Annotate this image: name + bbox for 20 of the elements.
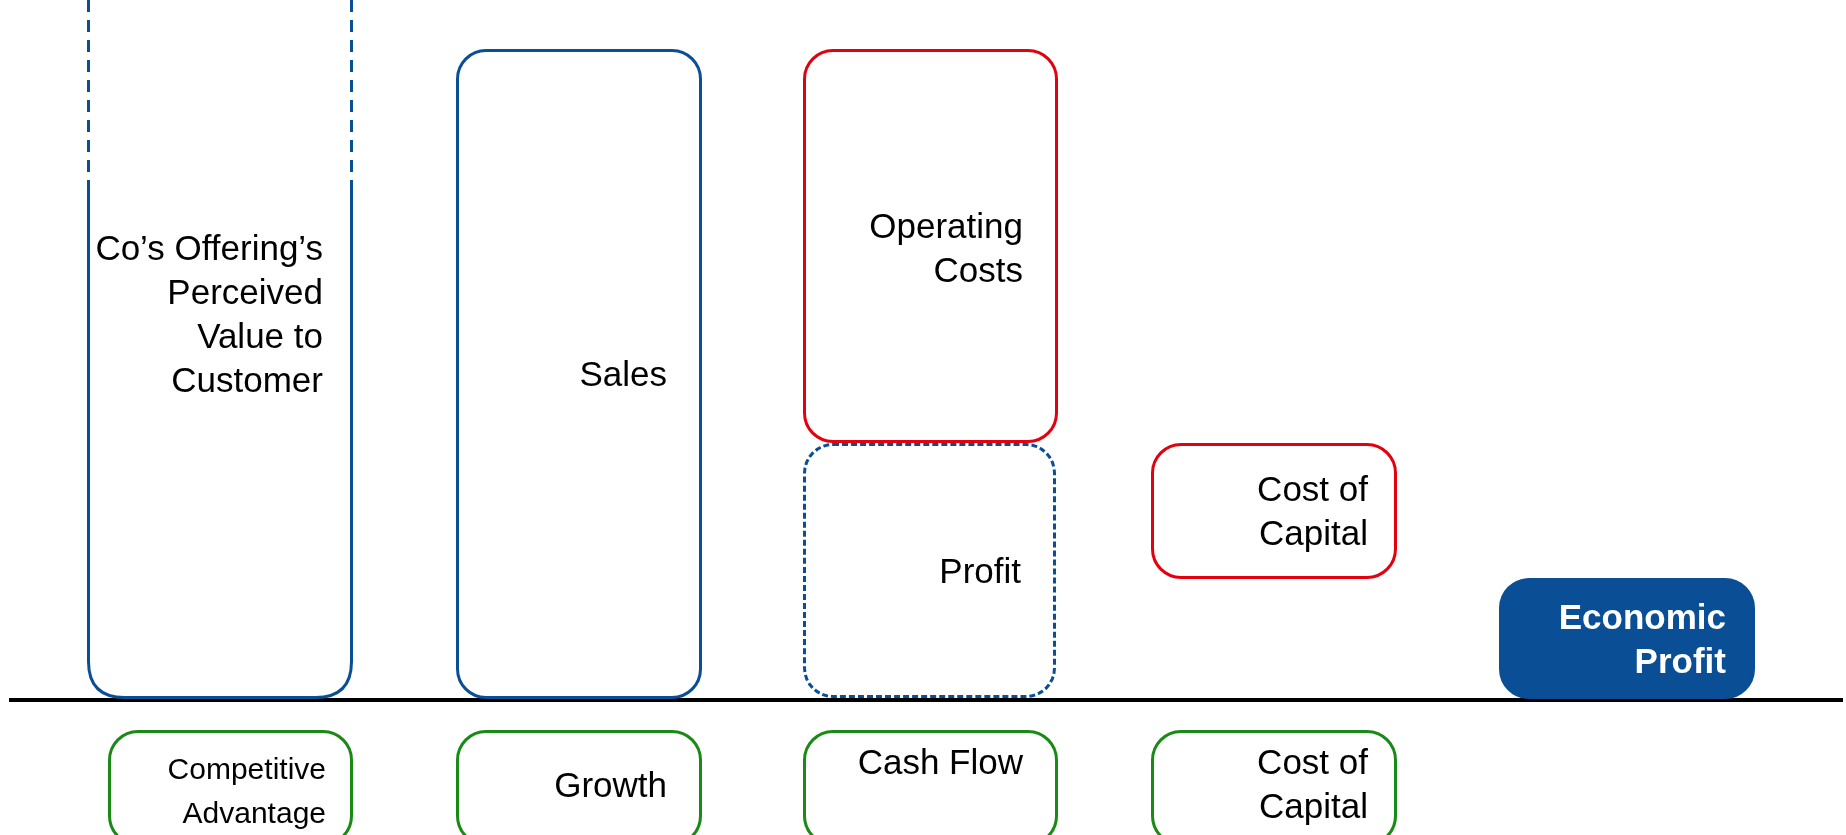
- text-box: [803, 730, 1058, 835]
- box-label: Economic Profit: [1557, 595, 1726, 682]
- highlight-box: [1499, 578, 1755, 699]
- text-box: [803, 443, 1056, 698]
- box-label: Cost of Capital: [1256, 468, 1368, 554]
- box-label: Cost of Capital: [1256, 741, 1368, 827]
- text-box: [87, 0, 353, 699]
- box-label: Growth: [554, 764, 667, 806]
- text-box: [1151, 730, 1397, 835]
- text-box: [803, 49, 1058, 443]
- text-box: [456, 49, 702, 699]
- text-box: [108, 730, 353, 835]
- box-label: Operating Costs: [868, 205, 1023, 291]
- box-label: Cash Flow: [857, 741, 1023, 783]
- text-box: [456, 730, 702, 835]
- box-label: Competitive Advantage: [166, 751, 326, 831]
- text-box: [1151, 443, 1397, 579]
- box-label: Profit: [939, 549, 1021, 592]
- box-label: Co’s Offering’s Perceived Value to Customer: [94, 227, 323, 401]
- box-label: Sales: [579, 353, 667, 395]
